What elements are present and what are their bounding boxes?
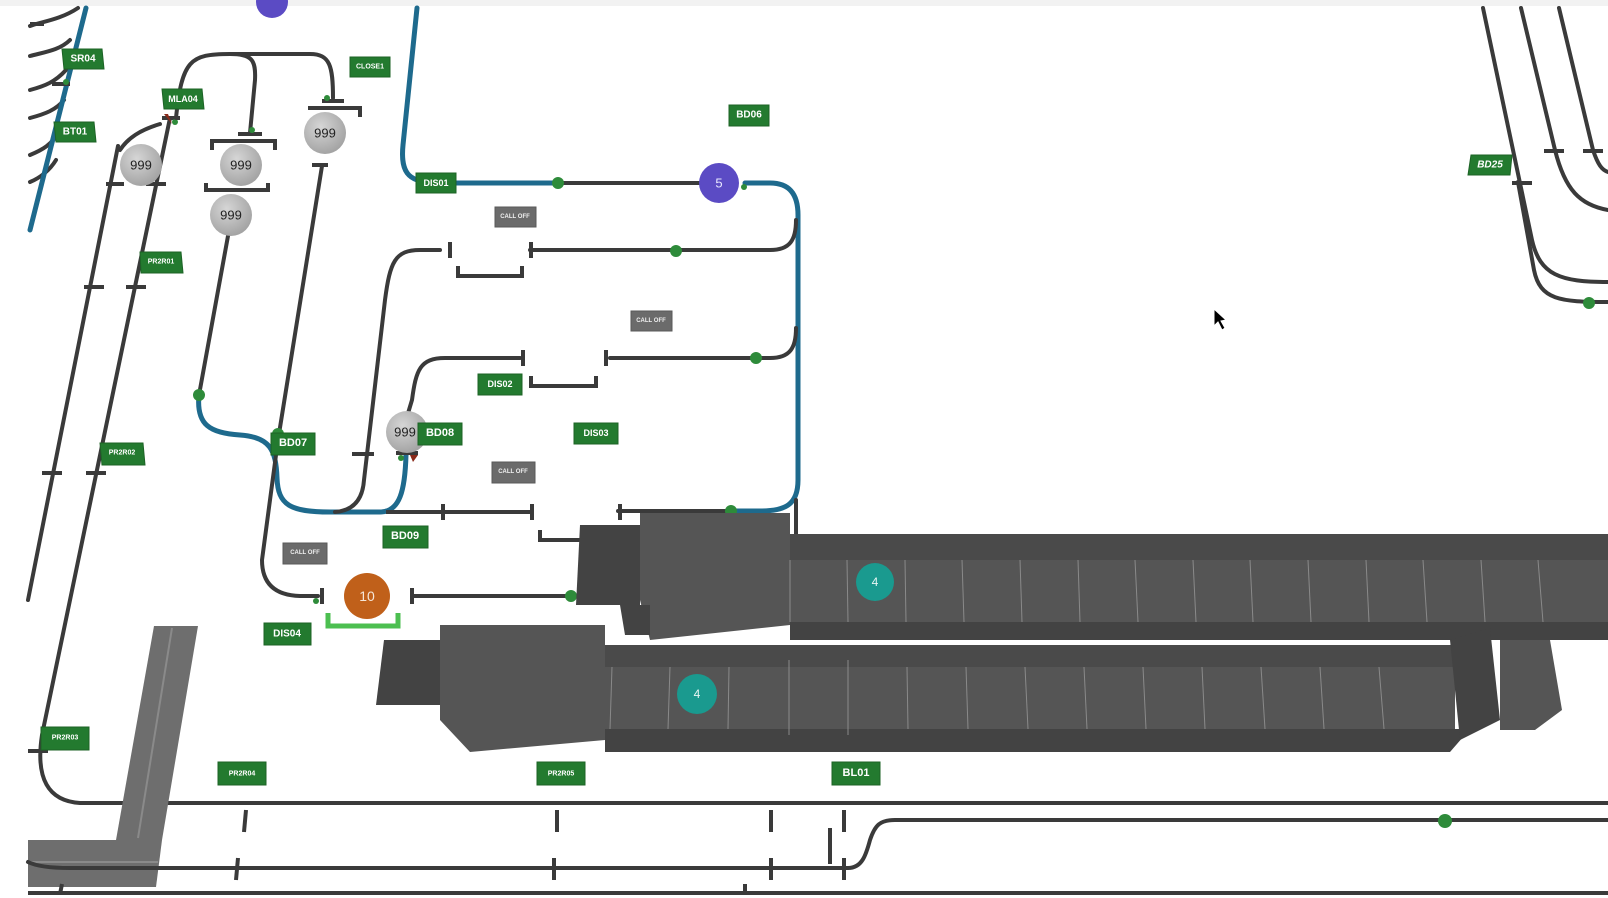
calloff-button-dis03[interactable]: CALL OFF (491, 461, 536, 484)
label-pr2r02[interactable]: PR2R02 (99, 442, 146, 466)
vehicle-5[interactable]: 5 (699, 163, 739, 203)
label-close1[interactable]: CLOSE1 (349, 56, 391, 78)
label-mla04[interactable]: MLA04 (161, 88, 205, 110)
calloff-button-dis01[interactable]: CALL OFF (494, 206, 537, 228)
right-tracks (1481, 6, 1608, 309)
svg-text:999: 999 (220, 208, 242, 223)
svg-text:999: 999 (230, 158, 252, 173)
vehicle-999[interactable]: 999 (210, 194, 252, 236)
svg-text:CALL OFF: CALL OFF (498, 469, 528, 475)
left-edge-tracks (27, 5, 89, 233)
svg-text:BD07: BD07 (279, 437, 307, 449)
svg-text:DIS02: DIS02 (487, 379, 512, 389)
label-sr04[interactable]: SR04 (61, 48, 105, 70)
svg-text:DIS04: DIS04 (273, 629, 301, 640)
label-dis02[interactable]: DIS02 (477, 373, 523, 396)
vehicle-4[interactable]: 4 (856, 563, 894, 601)
svg-text:BD06: BD06 (736, 110, 762, 121)
svg-text:PR2R01: PR2R01 (148, 259, 175, 266)
label-dis03[interactable]: DIS03 (573, 422, 619, 445)
location-labels: SR04 MLA04 CLOSE1 BT01 BD06 DIS01 PR2R01… (40, 48, 1513, 786)
svg-text:PR2R04: PR2R04 (229, 771, 256, 778)
svg-text:10: 10 (359, 588, 375, 604)
calloff-button-dis02[interactable]: CALL OFF (630, 310, 673, 332)
label-bd25[interactable]: BD25 (1467, 154, 1513, 176)
svg-text:CALL OFF: CALL OFF (500, 214, 530, 220)
vehicle-999[interactable]: 999 (304, 112, 346, 154)
calloff-button-dis04[interactable]: CALL OFF (282, 542, 328, 565)
svg-text:999: 999 (314, 126, 336, 141)
svg-text:MLA04: MLA04 (168, 94, 198, 104)
label-pr2r05[interactable]: PR2R05 (536, 761, 586, 786)
label-pr2r01[interactable]: PR2R01 (139, 251, 184, 274)
svg-text:DIS03: DIS03 (583, 428, 608, 438)
label-pr2r03[interactable]: PR2R03 (40, 726, 90, 751)
svg-text:BT01: BT01 (63, 127, 88, 138)
svg-text:PR2R02: PR2R02 (109, 450, 136, 457)
vehicle-999[interactable]: 999 (220, 144, 262, 186)
label-bd09[interactable]: BD09 (382, 525, 429, 549)
bay-lower (376, 625, 1562, 752)
svg-text:PR2R03: PR2R03 (52, 735, 79, 742)
vehicle-4[interactable]: 4 (677, 674, 717, 714)
svg-text:4: 4 (694, 687, 701, 701)
vehicle-10[interactable]: 10 (344, 573, 390, 619)
svg-text:BD08: BD08 (426, 427, 454, 439)
label-dis01[interactable]: DIS01 (415, 172, 457, 194)
vehicles: 999 999 999 999 999 BD08 5 10 4 4 (120, 0, 894, 714)
ramp-structure (28, 626, 198, 887)
bay-upper (576, 513, 1608, 640)
top-bar (0, 0, 1608, 6)
label-bd06[interactable]: BD06 (728, 104, 770, 127)
label-dis04[interactable]: DIS04 (263, 622, 312, 646)
svg-text:BD25: BD25 (1477, 160, 1503, 171)
svg-text:4: 4 (872, 575, 879, 589)
mouse-cursor-icon (1213, 307, 1228, 331)
svg-text:PR2R05: PR2R05 (548, 771, 575, 778)
svg-text:BD09: BD09 (391, 530, 419, 542)
svg-text:CLOSE1: CLOSE1 (356, 64, 384, 71)
vehicle-999[interactable]: 999 (120, 144, 162, 186)
svg-text:BL01: BL01 (843, 767, 870, 779)
svg-text:5: 5 (715, 176, 722, 191)
svg-text:999: 999 (394, 425, 416, 440)
label-bd08-overlay: BD08 (417, 422, 463, 446)
label-bl01[interactable]: BL01 (831, 761, 881, 786)
mla04-loop (174, 52, 362, 192)
mid-left-tracks (193, 164, 534, 598)
calloff-buttons: CALL OFF CALL OFF CALL OFF CALL OFF (282, 206, 673, 565)
svg-text:999: 999 (130, 158, 152, 173)
bottom-tracks (26, 809, 1608, 895)
label-bt01[interactable]: BT01 (53, 121, 97, 143)
svg-text:SR04: SR04 (70, 54, 95, 65)
label-bd07[interactable]: BD07 (270, 432, 316, 456)
label-pr2r04[interactable]: PR2R04 (217, 761, 267, 786)
svg-text:DIS01: DIS01 (423, 178, 448, 188)
svg-text:CALL OFF: CALL OFF (290, 550, 320, 556)
vehicle-offscreen-top[interactable] (256, 0, 288, 18)
svg-text:CALL OFF: CALL OFF (636, 318, 666, 324)
